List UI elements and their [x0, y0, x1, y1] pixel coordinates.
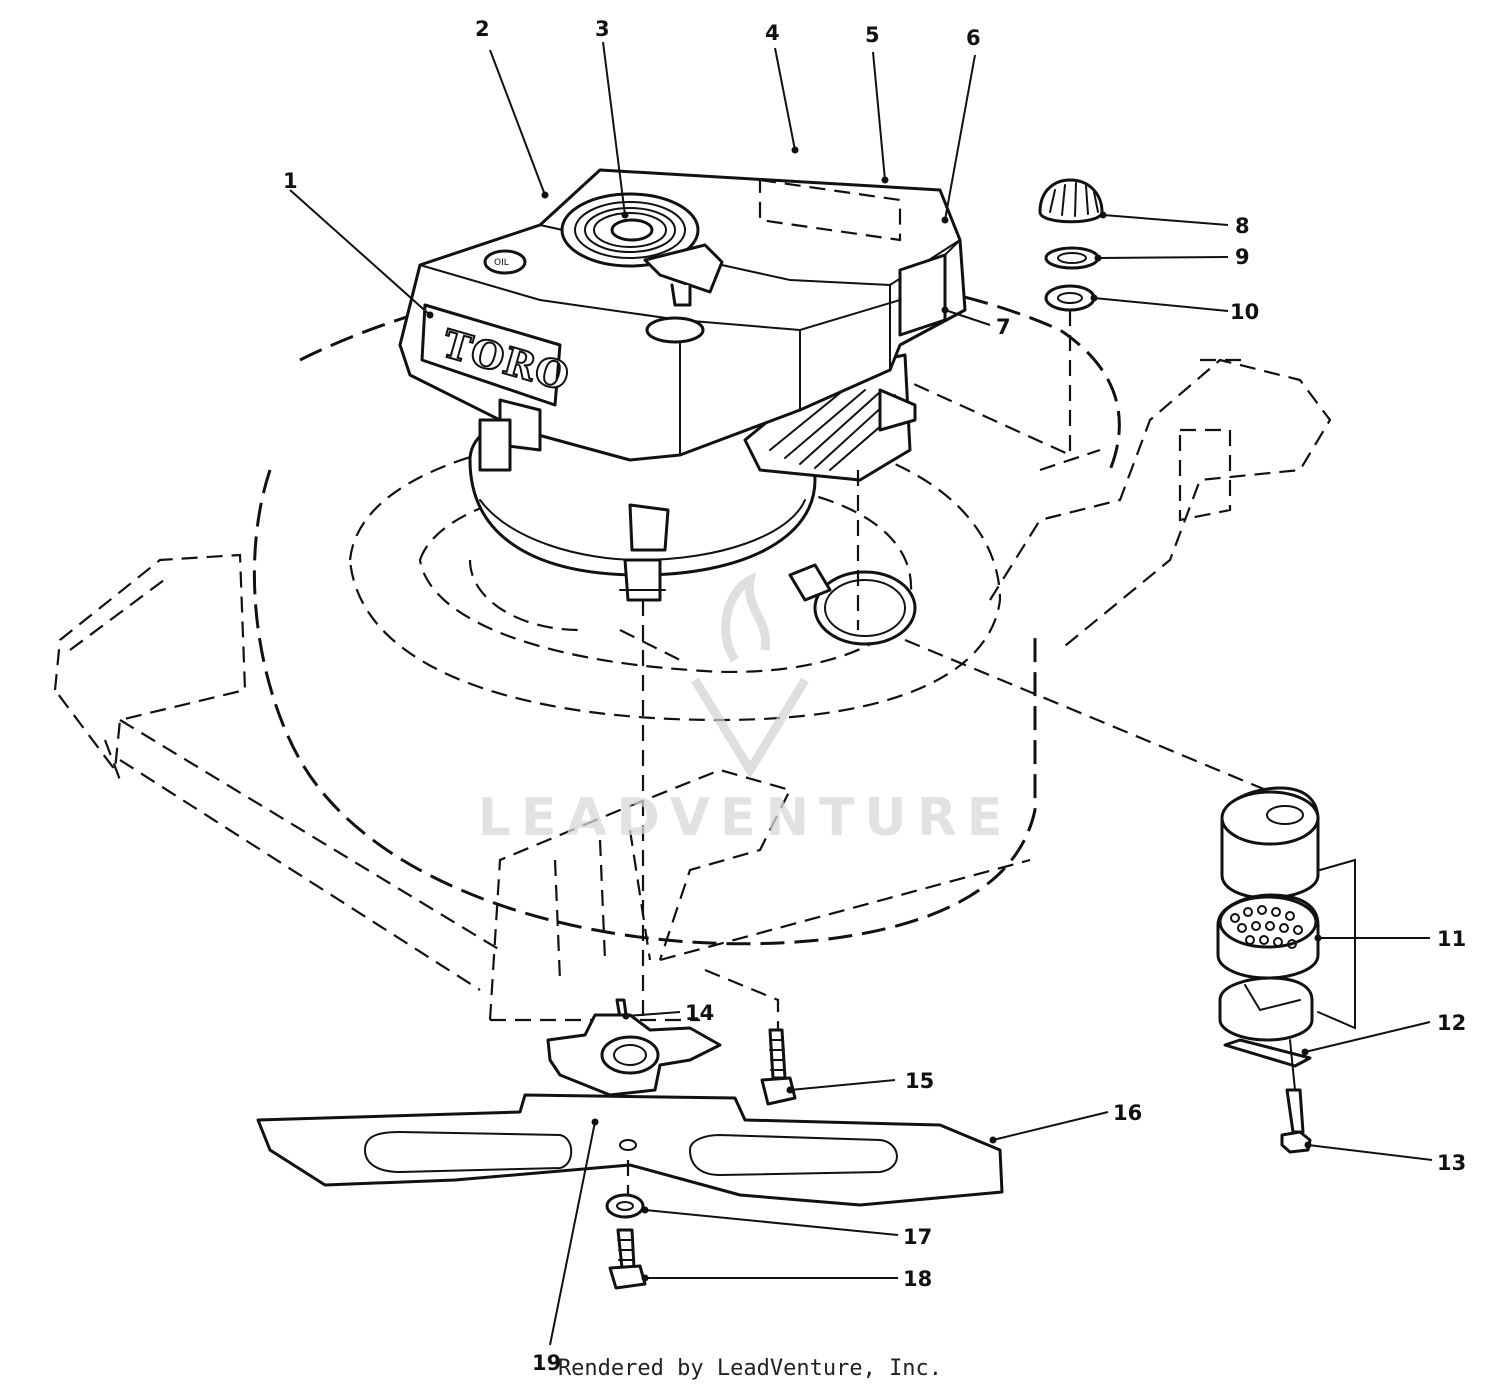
callout-15: 15: [905, 1069, 934, 1093]
air-cleaner-top: [904, 178, 1104, 457]
callout-2: 2: [475, 17, 490, 41]
callout-12: 12: [1437, 1011, 1466, 1035]
engine-assembly: OIL TORO: [398, 168, 967, 1090]
blade-assembly: [256, 968, 1004, 1290]
callout-1: 1: [283, 169, 298, 193]
watermark-text: LEADVENTURE: [478, 788, 1013, 848]
callout-leaders: [289, 41, 1433, 1346]
callout-6: 6: [966, 26, 981, 50]
callout-18: 18: [903, 1267, 932, 1291]
callout-labels: 1 2 3 4 5 6 7 8 9 10 11 12 13 14 15 16 1…: [283, 17, 1466, 1375]
render-credit: Rendered by LeadVenture, Inc.: [557, 1356, 943, 1381]
callout-8: 8: [1235, 214, 1250, 238]
callout-9: 9: [1235, 245, 1250, 269]
callout-17: 17: [903, 1225, 932, 1249]
callout-11: 11: [1437, 927, 1466, 951]
oil-cap-label: OIL: [494, 258, 509, 268]
callout-14: 14: [685, 1001, 714, 1025]
callout-4: 4: [765, 21, 780, 45]
callout-7: 7: [996, 315, 1011, 339]
callout-5: 5: [865, 23, 880, 47]
muffler-assembly: [1216, 786, 1356, 1154]
callout-13: 13: [1437, 1151, 1466, 1175]
callout-10: 10: [1230, 300, 1259, 324]
callout-16: 16: [1113, 1101, 1142, 1125]
callout-3: 3: [595, 17, 610, 41]
gasket-ring: [788, 470, 1291, 802]
watermark: LEADVENTURE: [478, 572, 1013, 848]
callout-19: 19: [532, 1351, 561, 1375]
